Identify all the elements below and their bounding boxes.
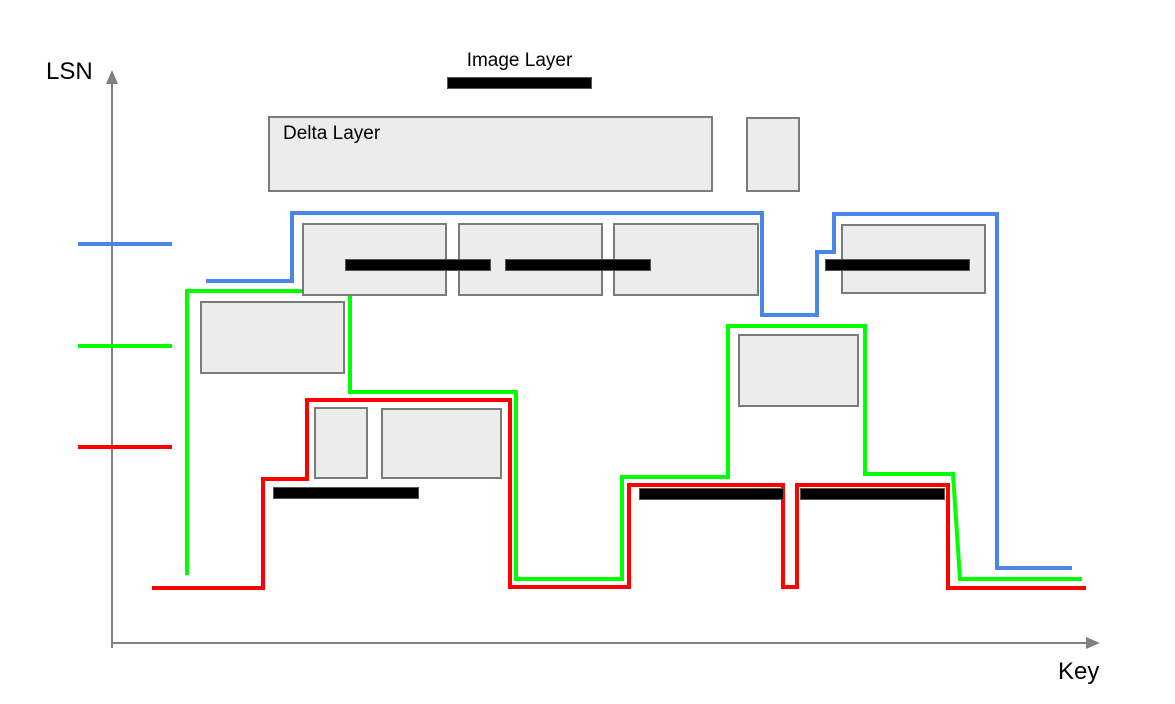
delta-layer-left-mid — [200, 301, 345, 374]
delta-layer-top-small — [746, 117, 800, 192]
delta-layer-green-mid — [738, 334, 859, 407]
delta-layer-bottom-small-1 — [314, 407, 368, 479]
lsn-axis-label: LSN — [46, 58, 93, 85]
image-layer-legend-bar — [447, 77, 592, 89]
image-layer-bottom-3 — [800, 488, 945, 500]
image-layer-band-3 — [825, 259, 970, 271]
lsn-axis-arrow-icon — [106, 70, 118, 84]
green-branch-line — [185, 289, 1082, 581]
image-layer-band-1 — [345, 259, 491, 271]
blue-branch-line — [206, 211, 1072, 570]
image-layer-band-2 — [505, 259, 651, 271]
red-branch-line — [152, 398, 1086, 590]
image-layer-label: Image Layer — [466, 50, 573, 71]
image-layer-bottom-1 — [273, 487, 419, 499]
delta-layer-legend: Delta Layer — [268, 116, 713, 192]
image-layer-bottom-2 — [639, 488, 784, 500]
delta-layer-label: Delta Layer — [283, 123, 381, 144]
key-axis-label: Key — [1058, 658, 1100, 685]
key-axis-arrow-icon — [1086, 637, 1100, 649]
delta-layer-bottom-small-2 — [381, 408, 502, 479]
